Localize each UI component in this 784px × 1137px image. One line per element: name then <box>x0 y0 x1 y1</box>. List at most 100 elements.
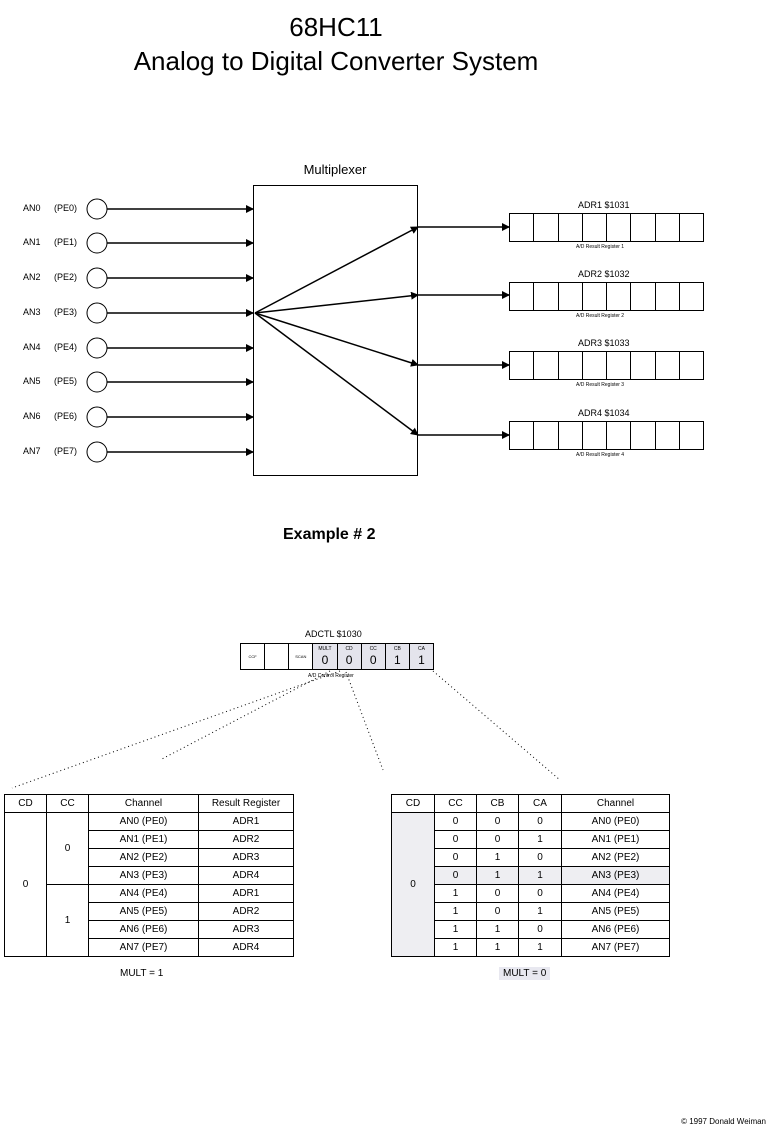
cc-cell: 1 <box>434 920 477 939</box>
register-bit-cell <box>510 352 535 379</box>
register-bit-cell <box>583 283 607 310</box>
callout-dotted-line <box>11 670 341 789</box>
channel-cell: AN7 (PE7) <box>88 938 199 957</box>
channel-cell: AN5 (PE5) <box>561 902 670 921</box>
ca-cell: 1 <box>518 938 562 957</box>
channel-cell: AN7 (PE7) <box>561 938 670 957</box>
input-pin-circle <box>86 441 108 463</box>
input-an-label: AN3 <box>23 307 41 317</box>
cc-cell: 1 <box>434 884 477 903</box>
cb-cell: 1 <box>476 848 519 867</box>
mux-fan-arrow <box>254 226 419 314</box>
diagram-title-line1: 68HC11 <box>289 12 383 42</box>
register-bit-cell <box>510 422 535 449</box>
cb-cell: 0 <box>476 884 519 903</box>
register-cell: ADR2 <box>198 830 294 849</box>
register-bit-cell <box>680 214 703 241</box>
cd-cell: 0 <box>391 812 435 957</box>
register-bit-cell <box>631 214 656 241</box>
register-cell: ADR3 <box>198 848 294 867</box>
multiplexer-label: Multiplexer <box>303 162 367 177</box>
result-register-box <box>509 213 704 242</box>
register-bit-cell <box>656 283 680 310</box>
channel-cell: AN3 (PE3) <box>561 866 670 885</box>
table-header: Result Register <box>198 794 294 813</box>
cc-cell: 1 <box>46 884 89 957</box>
register-bit-cell <box>631 352 656 379</box>
channel-cell: AN6 (PE6) <box>561 920 670 939</box>
register-bit-cell <box>656 352 680 379</box>
adctl-subtitle: A/D Control Register <box>308 673 354 679</box>
cc-cell: 1 <box>434 938 477 957</box>
ca-cell: 1 <box>518 830 562 849</box>
cb-cell: 1 <box>476 866 519 885</box>
result-register-box <box>509 282 704 311</box>
ca-cell: 0 <box>518 812 562 831</box>
register-bit-cell <box>656 214 680 241</box>
adctl-bit-5: SCAN <box>289 644 314 669</box>
channel-cell: AN1 (PE1) <box>561 830 670 849</box>
input-pe-label: (PE7) <box>54 446 78 456</box>
cc-cell: 0 <box>434 866 477 885</box>
adctl-bit-7: CCF <box>241 644 266 669</box>
register-bit-cell <box>631 283 656 310</box>
copyright-text: © 1997 Donald Weiman <box>681 1117 766 1126</box>
mux-fan-arrow <box>254 312 419 436</box>
input-pin-circle <box>86 371 108 393</box>
mux-fan-arrow <box>254 291 419 314</box>
channel-cell: AN0 (PE0) <box>561 812 670 831</box>
cc-cell: 0 <box>434 848 477 867</box>
adctl-title: ADCTL $1030 <box>305 629 362 639</box>
input-pin-circle <box>86 337 108 359</box>
cb-cell: 0 <box>476 902 519 921</box>
input-pin-circle <box>86 302 108 324</box>
register-cell: ADR2 <box>198 902 294 921</box>
table-header: CD <box>391 794 435 813</box>
channel-cell: AN4 (PE4) <box>88 884 199 903</box>
table-header: CA <box>518 794 562 813</box>
channel-cell: AN0 (PE0) <box>88 812 199 831</box>
result-register-box <box>509 421 704 450</box>
result-register-title: ADR2 $1032 <box>578 269 630 279</box>
input-pe-label: (PE2) <box>54 272 78 282</box>
callout-dotted-line <box>159 670 331 761</box>
register-bit-cell <box>680 422 703 449</box>
result-register-title: ADR3 $1033 <box>578 338 630 348</box>
register-bit-cell <box>534 422 559 449</box>
input-an-label: AN4 <box>23 342 41 352</box>
register-bit-cell <box>583 352 607 379</box>
input-an-label: AN6 <box>23 411 41 421</box>
multiplexer-box <box>253 185 418 476</box>
register-cell: ADR4 <box>198 866 294 885</box>
register-bit-cell <box>510 214 535 241</box>
input-pin-circle <box>86 267 108 289</box>
input-pe-label: (PE5) <box>54 376 78 386</box>
register-cell: ADR4 <box>198 938 294 957</box>
cc-cell: 1 <box>434 902 477 921</box>
result-register-title: ADR1 $1031 <box>578 200 630 210</box>
mult1-table: CD CC Channel Result Register 0 0 AN0 (P… <box>4 794 294 957</box>
input-an-label: AN7 <box>23 446 41 456</box>
register-bit-cell <box>559 214 583 241</box>
input-an-label: AN1 <box>23 237 41 247</box>
ca-cell: 0 <box>518 920 562 939</box>
register-bit-cell <box>559 422 583 449</box>
diagram-title-line2: Analog to Digital Converter System <box>133 46 539 76</box>
register-bit-cell <box>680 352 703 379</box>
input-pin-circle <box>86 406 108 428</box>
channel-cell: AN5 (PE5) <box>88 902 199 921</box>
result-register-subtitle: A/D Result Register 3 <box>576 382 625 388</box>
input-pe-label: (PE4) <box>54 342 78 352</box>
input-pe-label: (PE3) <box>54 307 78 317</box>
cc-cell: 0 <box>434 830 477 849</box>
register-bit-cell <box>583 214 607 241</box>
result-register-subtitle: A/D Result Register 4 <box>576 452 625 458</box>
